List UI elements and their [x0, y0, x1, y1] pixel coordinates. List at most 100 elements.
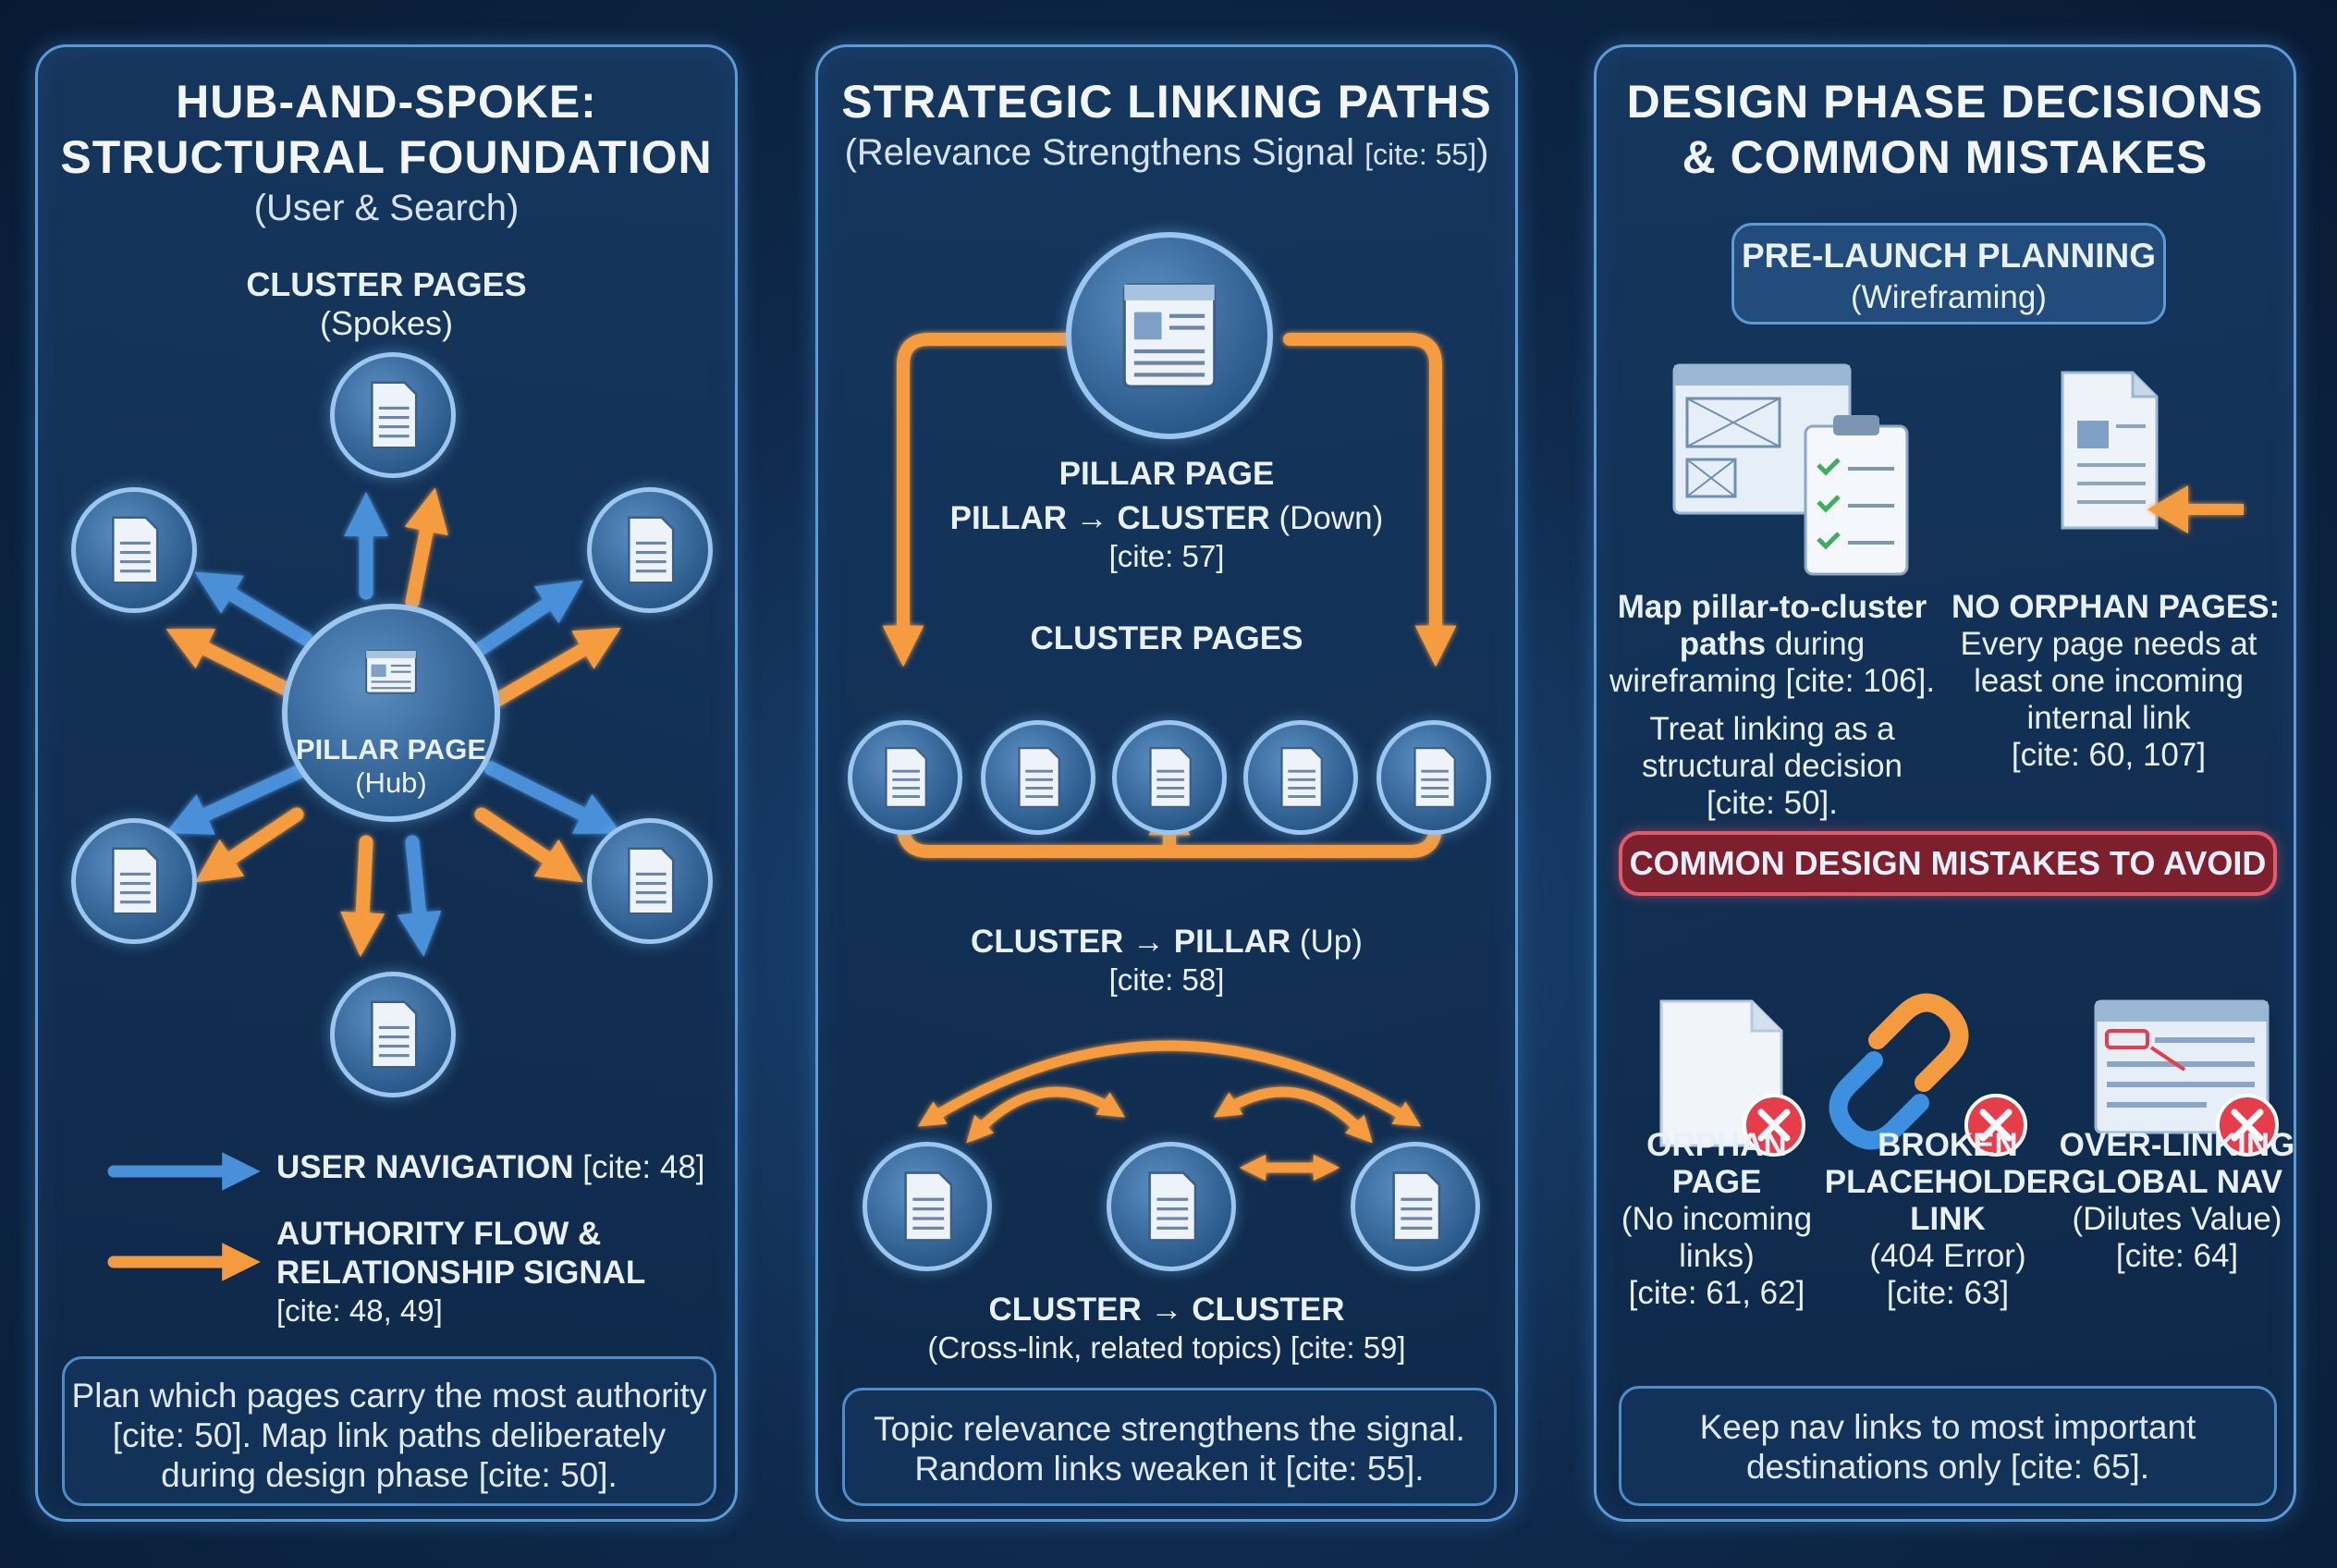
footer-line1: Topic relevance strengthens the signal. [874, 1410, 1465, 1448]
document-icon [1392, 1171, 1441, 1242]
arrow-cross-right [1213, 1086, 1373, 1144]
arrow-cross-left [966, 1086, 1126, 1144]
cluster-node-2 [981, 720, 1095, 835]
footer-line1: Keep nav links to most important [1699, 1408, 2196, 1446]
legend-authority-line1: AUTHORITY FLOW & [276, 1216, 602, 1252]
hub-spoke-arrows [165, 487, 622, 957]
cross-node-left [863, 1142, 992, 1271]
cross-node-right [1351, 1142, 1480, 1271]
cluster-to-pillar-label: CLUSTER → PILLAR (Up) [971, 924, 1363, 960]
cluster-node-3 [1112, 720, 1227, 835]
cluster-node-bottom [330, 972, 456, 1097]
cluster-node-4 [1243, 720, 1358, 835]
document-icon [371, 1000, 418, 1069]
panel-title-line2: STRUCTURAL FOUNDATION [60, 131, 713, 183]
error-x-icon [2216, 1094, 2279, 1157]
arrow-blue-upper-right [474, 580, 583, 655]
cluster-node-1 [848, 720, 962, 835]
cross-node-center [1107, 1142, 1236, 1271]
cluster-node-top [330, 352, 456, 478]
checklist-icon [1804, 415, 1909, 576]
panel-title: STRATEGIC LINKING PATHS [841, 76, 1492, 128]
footer-line2: destinations only [cite: 65]. [1745, 1448, 2150, 1486]
panel-title-line1: DESIGN PHASE DECISIONS [1626, 76, 2264, 128]
planning-sub: (Wireframing) [1851, 279, 2047, 315]
panel-title-line2: & COMMON MISTAKES [1682, 131, 2209, 183]
document-icon [885, 746, 927, 809]
cross-link-sub: (Cross-link, related topics) [cite: 59] [927, 1330, 1406, 1365]
panel3-footer-box: Keep nav links to most important destina… [1619, 1386, 2277, 1506]
webpage-icon [1122, 283, 1217, 388]
document-icon [371, 381, 418, 449]
legend-authority-cite: [cite: 48, 49] [276, 1293, 443, 1328]
error-x-icon [1743, 1094, 1805, 1157]
document-icon [1413, 746, 1456, 809]
arrow-blue-lower-left [165, 761, 313, 835]
document-icon [628, 847, 675, 915]
cluster-node-lower-left [71, 818, 197, 944]
arrow-pillar-to-cluster-left [882, 333, 1093, 668]
cluster-pages-label: CLUSTER PAGES [1030, 620, 1303, 656]
arrow-orange-lower-right [474, 807, 583, 883]
document-icon [112, 516, 159, 584]
document-icon [904, 1171, 953, 1242]
planning-title: PRE-LAUNCH PLANNING [1741, 237, 2157, 275]
cluster-to-cluster-label: CLUSTER → CLUSTER [988, 1292, 1345, 1328]
design-decisions-panel: DESIGN PHASE DECISIONS & COMMON MISTAKES… [1594, 44, 2296, 1522]
treat-linking-text: Treat linking as a structural decision [… [1641, 711, 1903, 821]
pillar-page-label: PILLAR PAGE [1058, 456, 1275, 492]
document-icon [112, 847, 159, 915]
cluster-node-lower-right [587, 818, 713, 944]
legend-user-navigation: USER NAVIGATION [cite: 48] [276, 1149, 705, 1185]
legend-authority-line2: RELATIONSHIP SIGNAL [276, 1255, 646, 1291]
arrow-orange-lower-left [195, 807, 304, 883]
arrow-pillar-to-cluster-right [1283, 333, 1457, 668]
pillar-hub-node [282, 604, 500, 822]
error-x-icon [1964, 1094, 2027, 1157]
panel1-footer-box: Plan which pages carry the most authorit… [62, 1356, 716, 1506]
incoming-arrow-icon [2147, 485, 2244, 533]
footer-line1: Plan which pages carry the most authorit… [71, 1377, 707, 1415]
panel2-footer-box: Topic relevance strengthens the signal. … [842, 1388, 1497, 1506]
arrow-orange-upper-left [165, 629, 304, 702]
document-icon [628, 516, 675, 584]
webpage-icon [365, 649, 417, 694]
document-icon [1018, 746, 1060, 809]
panel-subtitle: (Relevance Strengthens Signal [cite: 55]… [844, 132, 1489, 173]
arrow-orange-up [404, 487, 448, 609]
pillar-page-node [1066, 232, 1273, 439]
cluster-node-upper-right [587, 487, 713, 613]
document-icon [1280, 746, 1323, 809]
footer-line2: Random links weaken it [cite: 55]. [914, 1450, 1425, 1488]
orphan-document-icon [2061, 371, 2159, 530]
illustrations [1659, 363, 2279, 1157]
pillar-to-cluster-cite: [cite: 57] [1108, 539, 1225, 573]
no-orphan-text: NO ORPHAN PAGES: Every page needs at lea… [1952, 589, 2281, 773]
legend-arrows [107, 1152, 261, 1281]
pillar-hub-label: PILLAR PAGE [295, 733, 487, 766]
linking-paths-arrows [882, 333, 1457, 1182]
footer-line2: [cite: 50]. Map link paths deliberately [112, 1416, 667, 1454]
map-paths-text: Map pillar-to-cluster paths during wiref… [1609, 589, 1936, 699]
panel-subtitle: (User & Search) [253, 188, 520, 228]
spokes-label: (Spokes) [319, 304, 454, 342]
arrow-blue-down [397, 835, 442, 957]
arrow-blue-lower-right [483, 761, 622, 834]
over-linking-nav-icon [2094, 999, 2270, 1134]
broken-link-icon [1829, 993, 1969, 1150]
panel-title-line1: HUB-AND-SPOKE: [176, 76, 597, 128]
mistakes-banner: COMMON DESIGN MISTAKES TO AVOID [1619, 831, 2277, 896]
arrow-blue-upper-left [194, 571, 313, 646]
arrow-cross-outer [917, 1040, 1422, 1127]
footer-line3: during design phase [cite: 50]. [161, 1456, 618, 1494]
cluster-node-upper-left [71, 487, 197, 613]
arrow-orange-upper-right [483, 627, 621, 711]
cluster-pages-label: CLUSTER PAGES [246, 265, 527, 303]
cluster-to-pillar-cite: [cite: 58] [1108, 962, 1225, 997]
mistake-over-linking: OVER-LINKING GLOBAL NAV (Dilutes Value) … [2059, 1127, 2295, 1274]
hub-and-spoke-panel: HUB-AND-SPOKE: STRUCTURAL FOUNDATION (Us… [35, 44, 738, 1522]
document-icon [1148, 1171, 1197, 1242]
hub-label: (Hub) [355, 766, 427, 799]
strategic-linking-panel: STRATEGIC LINKING PATHS (Relevance Stren… [815, 44, 1518, 1522]
arrow-orange-down [340, 835, 385, 957]
